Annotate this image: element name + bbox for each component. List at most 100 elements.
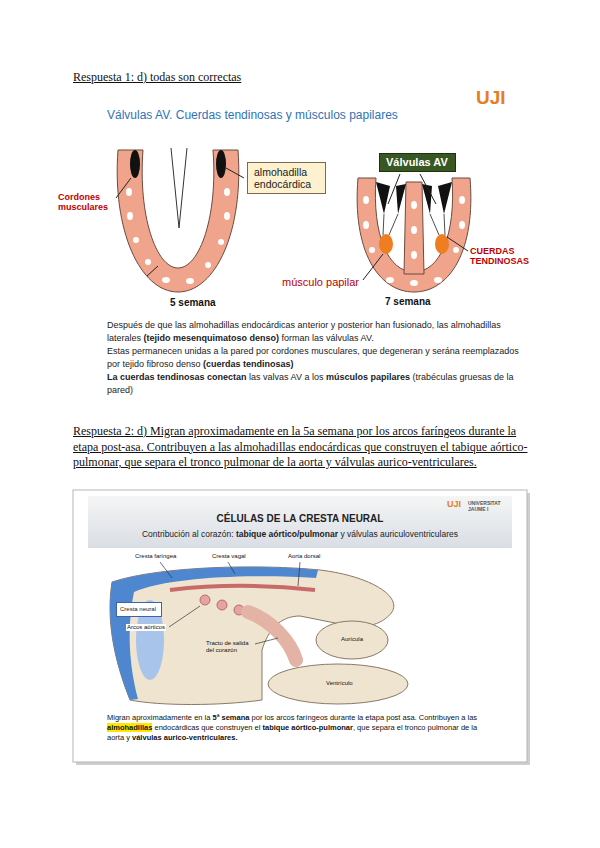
art-shape <box>410 280 418 286</box>
text-run: (cuerdas tendinosas) <box>203 359 294 369</box>
answer-heading: Respuesta 1: d) todas son correctas <box>73 70 241 84</box>
answer-text: Respuesta 2: d) Migran aproximadamente e… <box>73 424 531 471</box>
slide-title: CÉLULAS DE LA CRESTA NEURAL <box>90 513 510 525</box>
part-label: Aurícula <box>341 636 363 643</box>
art-shape <box>226 168 244 178</box>
art-shape <box>200 595 210 605</box>
stage-label: 5 semana <box>170 297 216 309</box>
text-run: por los arcos faríngeos durante la etapa… <box>252 713 478 722</box>
text-run: La cuerdas tendinosas conectan <box>107 372 247 382</box>
art-shape <box>411 251 417 259</box>
art-shape <box>388 174 400 204</box>
art-shape <box>248 612 296 660</box>
art-shape <box>396 184 406 214</box>
art-shape <box>73 490 527 762</box>
box-label: Válvulas AV <box>386 156 448 169</box>
art-shape <box>389 214 398 235</box>
slide-subtitle: Contribución al corazón: tabique aórtico… <box>90 529 510 540</box>
art-shape <box>224 212 230 220</box>
box-label: almohadilla endocárdica <box>254 166 318 190</box>
text-run: tabique aórtico/pulmonar <box>236 529 338 539</box>
heart-5-weeks <box>116 148 244 292</box>
slide-frame <box>73 490 530 765</box>
art-shape <box>444 214 445 235</box>
art-shape <box>379 234 393 254</box>
part-label: Aorta dorsal <box>288 553 320 560</box>
valve-label-box: Válvulas AV <box>379 153 456 172</box>
text-run: 5ª semana <box>212 713 249 722</box>
art-shape <box>438 182 452 214</box>
art-shape <box>459 221 465 229</box>
text-run: y válvulas auriculoventriculares <box>340 529 458 539</box>
art-shape <box>447 237 468 251</box>
part-label: Cresta faríngea <box>135 553 176 560</box>
text-run: forman las válvulas AV. <box>282 333 374 343</box>
logo-text: UJI <box>476 86 506 109</box>
slide-title: Válvulas AV. Cuerdas tendinosas y múscul… <box>107 108 398 122</box>
text-run: Estas permanecen unidas a la pared por c… <box>107 346 519 369</box>
text-run: las valvas AV a los <box>249 372 323 382</box>
art-shape <box>88 496 512 548</box>
art-shape <box>363 196 369 204</box>
art-shape <box>357 178 471 292</box>
art-shape <box>420 174 436 204</box>
crest-label-box: Cresta neural <box>116 602 162 617</box>
art-shape <box>127 212 133 220</box>
paragraph: Contribución al corazón: tabique aórtico… <box>90 529 510 540</box>
part-label: Cresta vagal <box>212 553 246 560</box>
art-shape <box>205 262 211 268</box>
stage-label: 7 semana <box>385 296 431 308</box>
art-shape <box>169 606 200 627</box>
text-run: válvulas aurico-ventriculares. <box>132 733 237 742</box>
art-shape <box>218 239 224 245</box>
art-shape <box>130 150 140 178</box>
art-shape <box>363 221 369 229</box>
text-run: tabique aórtico-pulmonar <box>263 723 353 732</box>
art-shape <box>186 278 194 284</box>
art-shape <box>434 277 442 283</box>
art-shape <box>170 586 315 590</box>
art-shape <box>145 259 151 265</box>
art-shape <box>268 664 408 704</box>
text-run: músculos papilares <box>326 372 410 382</box>
logo-text: UNIVERSITAT JAUME I <box>468 500 512 512</box>
slide-caption: Migran aproximadamente en la 5ª semana p… <box>107 713 487 743</box>
part-label: Tracto de salida del corazón <box>206 640 252 654</box>
art-shape <box>363 254 383 280</box>
text-run: Migran aproximadamente en la <box>107 713 210 722</box>
paragraph: Migran aproximadamente en la 5ª semana p… <box>107 713 487 743</box>
art-shape <box>160 562 172 578</box>
art-shape <box>224 188 230 196</box>
art-shape <box>411 226 417 234</box>
art-shape <box>162 277 170 283</box>
art-shape <box>147 266 158 276</box>
part-label: Cordones musculares <box>58 192 114 212</box>
part-label: CUERDAS TENDINOSAS <box>470 246 542 266</box>
box-label: Cresta neural <box>120 606 156 613</box>
art-shape <box>453 247 459 253</box>
art-shape <box>171 148 187 228</box>
art-shape <box>376 182 390 214</box>
part-label: músculo papilar <box>282 276 359 289</box>
art-shape <box>383 214 384 235</box>
text-run: (tejido mesenquimatoso denso) <box>144 333 280 343</box>
art-shape <box>430 214 439 235</box>
art-shape <box>459 196 465 204</box>
part-label: Ventrículo <box>326 680 353 687</box>
logo-text: UJI <box>447 499 461 510</box>
paragraph: Estas permanecen unidas a la pared por c… <box>107 345 522 371</box>
art-shape <box>110 567 394 705</box>
art-shape <box>386 277 394 283</box>
art-shape <box>216 150 226 178</box>
paragraph: Después de que las almohadillas endocárd… <box>107 319 522 345</box>
art-shape <box>255 638 278 644</box>
art-shape <box>228 562 235 574</box>
part-label: Arcos aórticos <box>126 624 166 631</box>
art-shape <box>133 237 139 243</box>
text-run: Contribución al corazón: <box>142 529 234 539</box>
art-shape <box>316 621 388 659</box>
paragraph: La cuerdas tendinosas conectan las valva… <box>107 371 522 397</box>
cushion-label-box: almohadilla endocárdica <box>247 162 326 194</box>
art-shape <box>404 182 424 274</box>
